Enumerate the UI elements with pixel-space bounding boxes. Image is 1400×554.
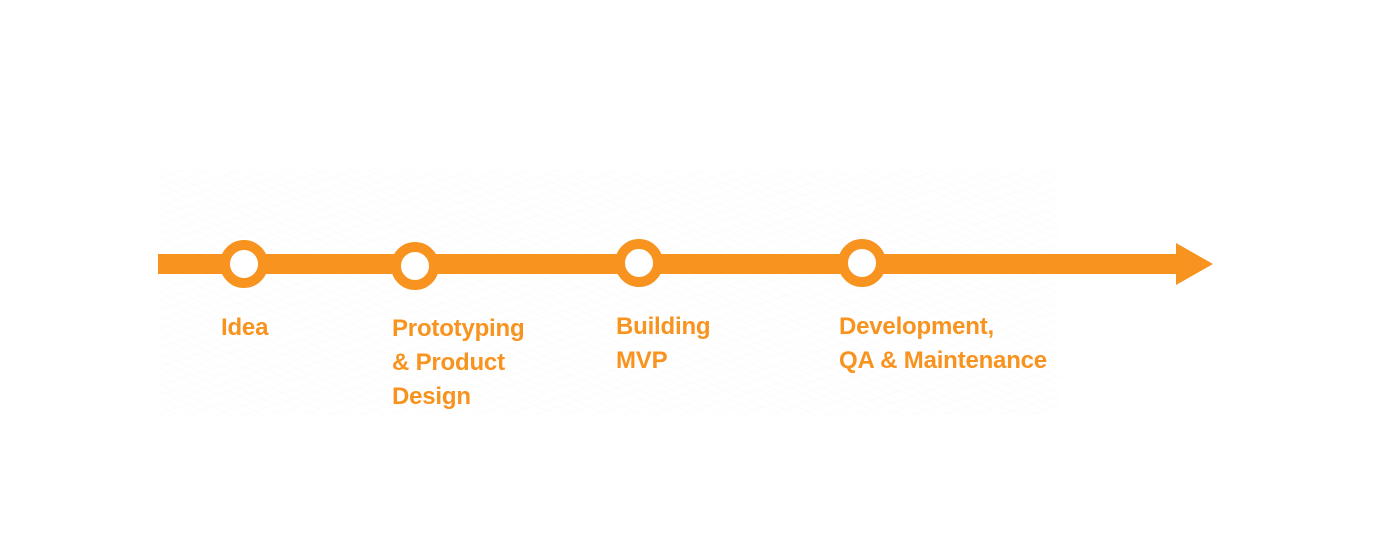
milestone-label-building-mvp: Building MVP	[616, 313, 711, 374]
timeline-line	[158, 254, 1183, 274]
milestone-label-development: Development, QA & Maintenance	[839, 313, 1047, 374]
milestone-circle-icon	[220, 240, 268, 288]
arrow-right-icon	[1176, 243, 1213, 285]
background-pattern	[160, 170, 1060, 415]
milestone-label-idea: Idea	[221, 314, 269, 341]
milestone-circle-icon	[838, 239, 886, 287]
milestone-circle-icon	[615, 239, 663, 287]
milestone-circle-icon	[391, 242, 439, 290]
milestone-label-prototyping: Prototyping & Product Design	[392, 315, 525, 410]
